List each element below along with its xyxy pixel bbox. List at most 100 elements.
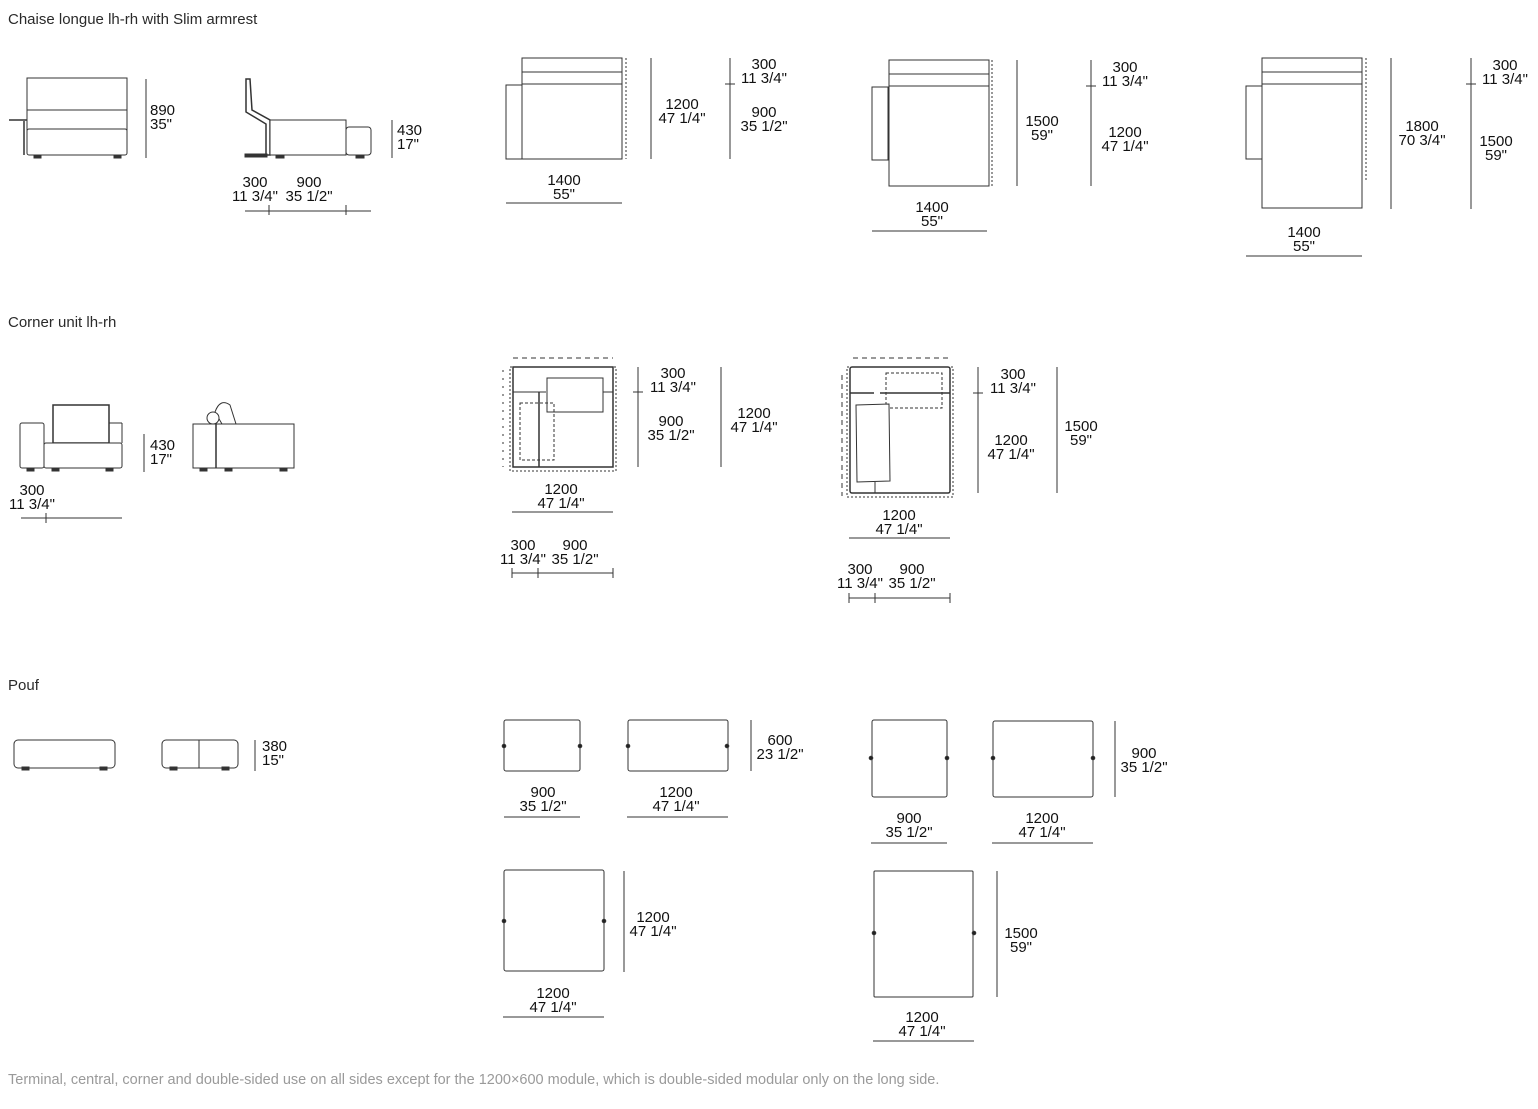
dim-mm: 430 [150,437,176,454]
chaise-plan-1200 [505,57,735,204]
dim-mm: 900 [899,561,925,578]
dim-in: 35 1/2" [551,551,599,568]
dim-in: 59" [1484,147,1507,164]
dim-mm: 380 [262,738,288,755]
section-title-pouf: Pouf [8,677,39,694]
corner-plan-1200 [502,357,722,578]
dim-in: 11 3/4" [741,70,787,87]
dim-mm: 300 [660,365,686,382]
chaise-side-elevation [244,78,393,215]
dim-mm: 300 [19,482,45,499]
dim-in: 17" [150,451,173,468]
pouf-elevations [13,739,256,771]
dim-mm: 1400 [547,172,581,189]
dim-mm: 1200 [737,405,771,422]
dim-mm: 900 [562,537,588,554]
dim-mm: 900 [658,413,684,430]
dim-in: 35 1/2" [888,575,936,592]
dim-in: 35 1/2" [647,427,695,444]
dim-in: 47 1/4" [537,495,585,512]
chaise-plan-1500 [871,59,1096,232]
chaise-plan-1800 [1245,57,1476,257]
dim-mm: 1500 [1025,113,1059,130]
dim-in: 59" [1069,432,1092,449]
dim-in: 11 3/4" [1102,73,1148,90]
dim-in: 59" [1009,939,1032,956]
dim-in: 55" [1292,238,1315,255]
dim-mm: 1500 [1479,133,1513,150]
dim-in: 47 1/4" [629,923,677,940]
dim-mm: 900 [1131,745,1157,762]
dim-mm: 1200 [1025,810,1059,827]
pouf-plans [501,719,1116,1042]
dim-mm: 1200 [659,784,693,801]
dim-in: 47 1/4" [658,110,706,127]
dim-in: 17" [397,136,420,153]
dim-in: 47 1/4" [1018,824,1066,841]
dim-in: 23 1/2" [756,746,804,763]
dim-in: 35 1/2" [1120,759,1168,776]
dim-mm: 1400 [1287,224,1321,241]
dim-in: 15" [262,752,285,769]
dim-mm: 300 [1000,366,1026,383]
dim-mm: 1500 [1004,925,1038,942]
dim-mm: 430 [397,122,423,139]
dim-mm: 1800 [1405,118,1439,135]
dim-mm: 300 [847,561,873,578]
dim-in: 47 1/4" [987,446,1035,463]
dim-mm: 900 [530,784,556,801]
dim-in: 11 3/4" [9,496,55,513]
dim-in: 70 3/4" [1398,132,1446,149]
dim-in: 11 3/4" [650,379,696,396]
dim-in: 59" [1030,127,1053,144]
dim-mm: 1500 [1064,418,1098,435]
dim-in: 35" [150,116,173,133]
dim-in: 55" [920,213,943,230]
corner-side-elevation [192,402,295,472]
dim-mm: 1200 [994,432,1028,449]
dim-in: 47 1/4" [529,999,577,1016]
dim-in: 35 1/2" [740,118,788,135]
dim-mm: 300 [242,174,268,191]
dim-mm: 300 [1492,57,1518,74]
dim-in: 35 1/2" [285,188,333,205]
dim-mm: 300 [510,537,536,554]
chaise-front-elevation [9,77,147,159]
dim-in: 47 1/4" [875,521,923,538]
dim-mm: 300 [751,56,777,73]
dim-mm: 1200 [882,507,916,524]
